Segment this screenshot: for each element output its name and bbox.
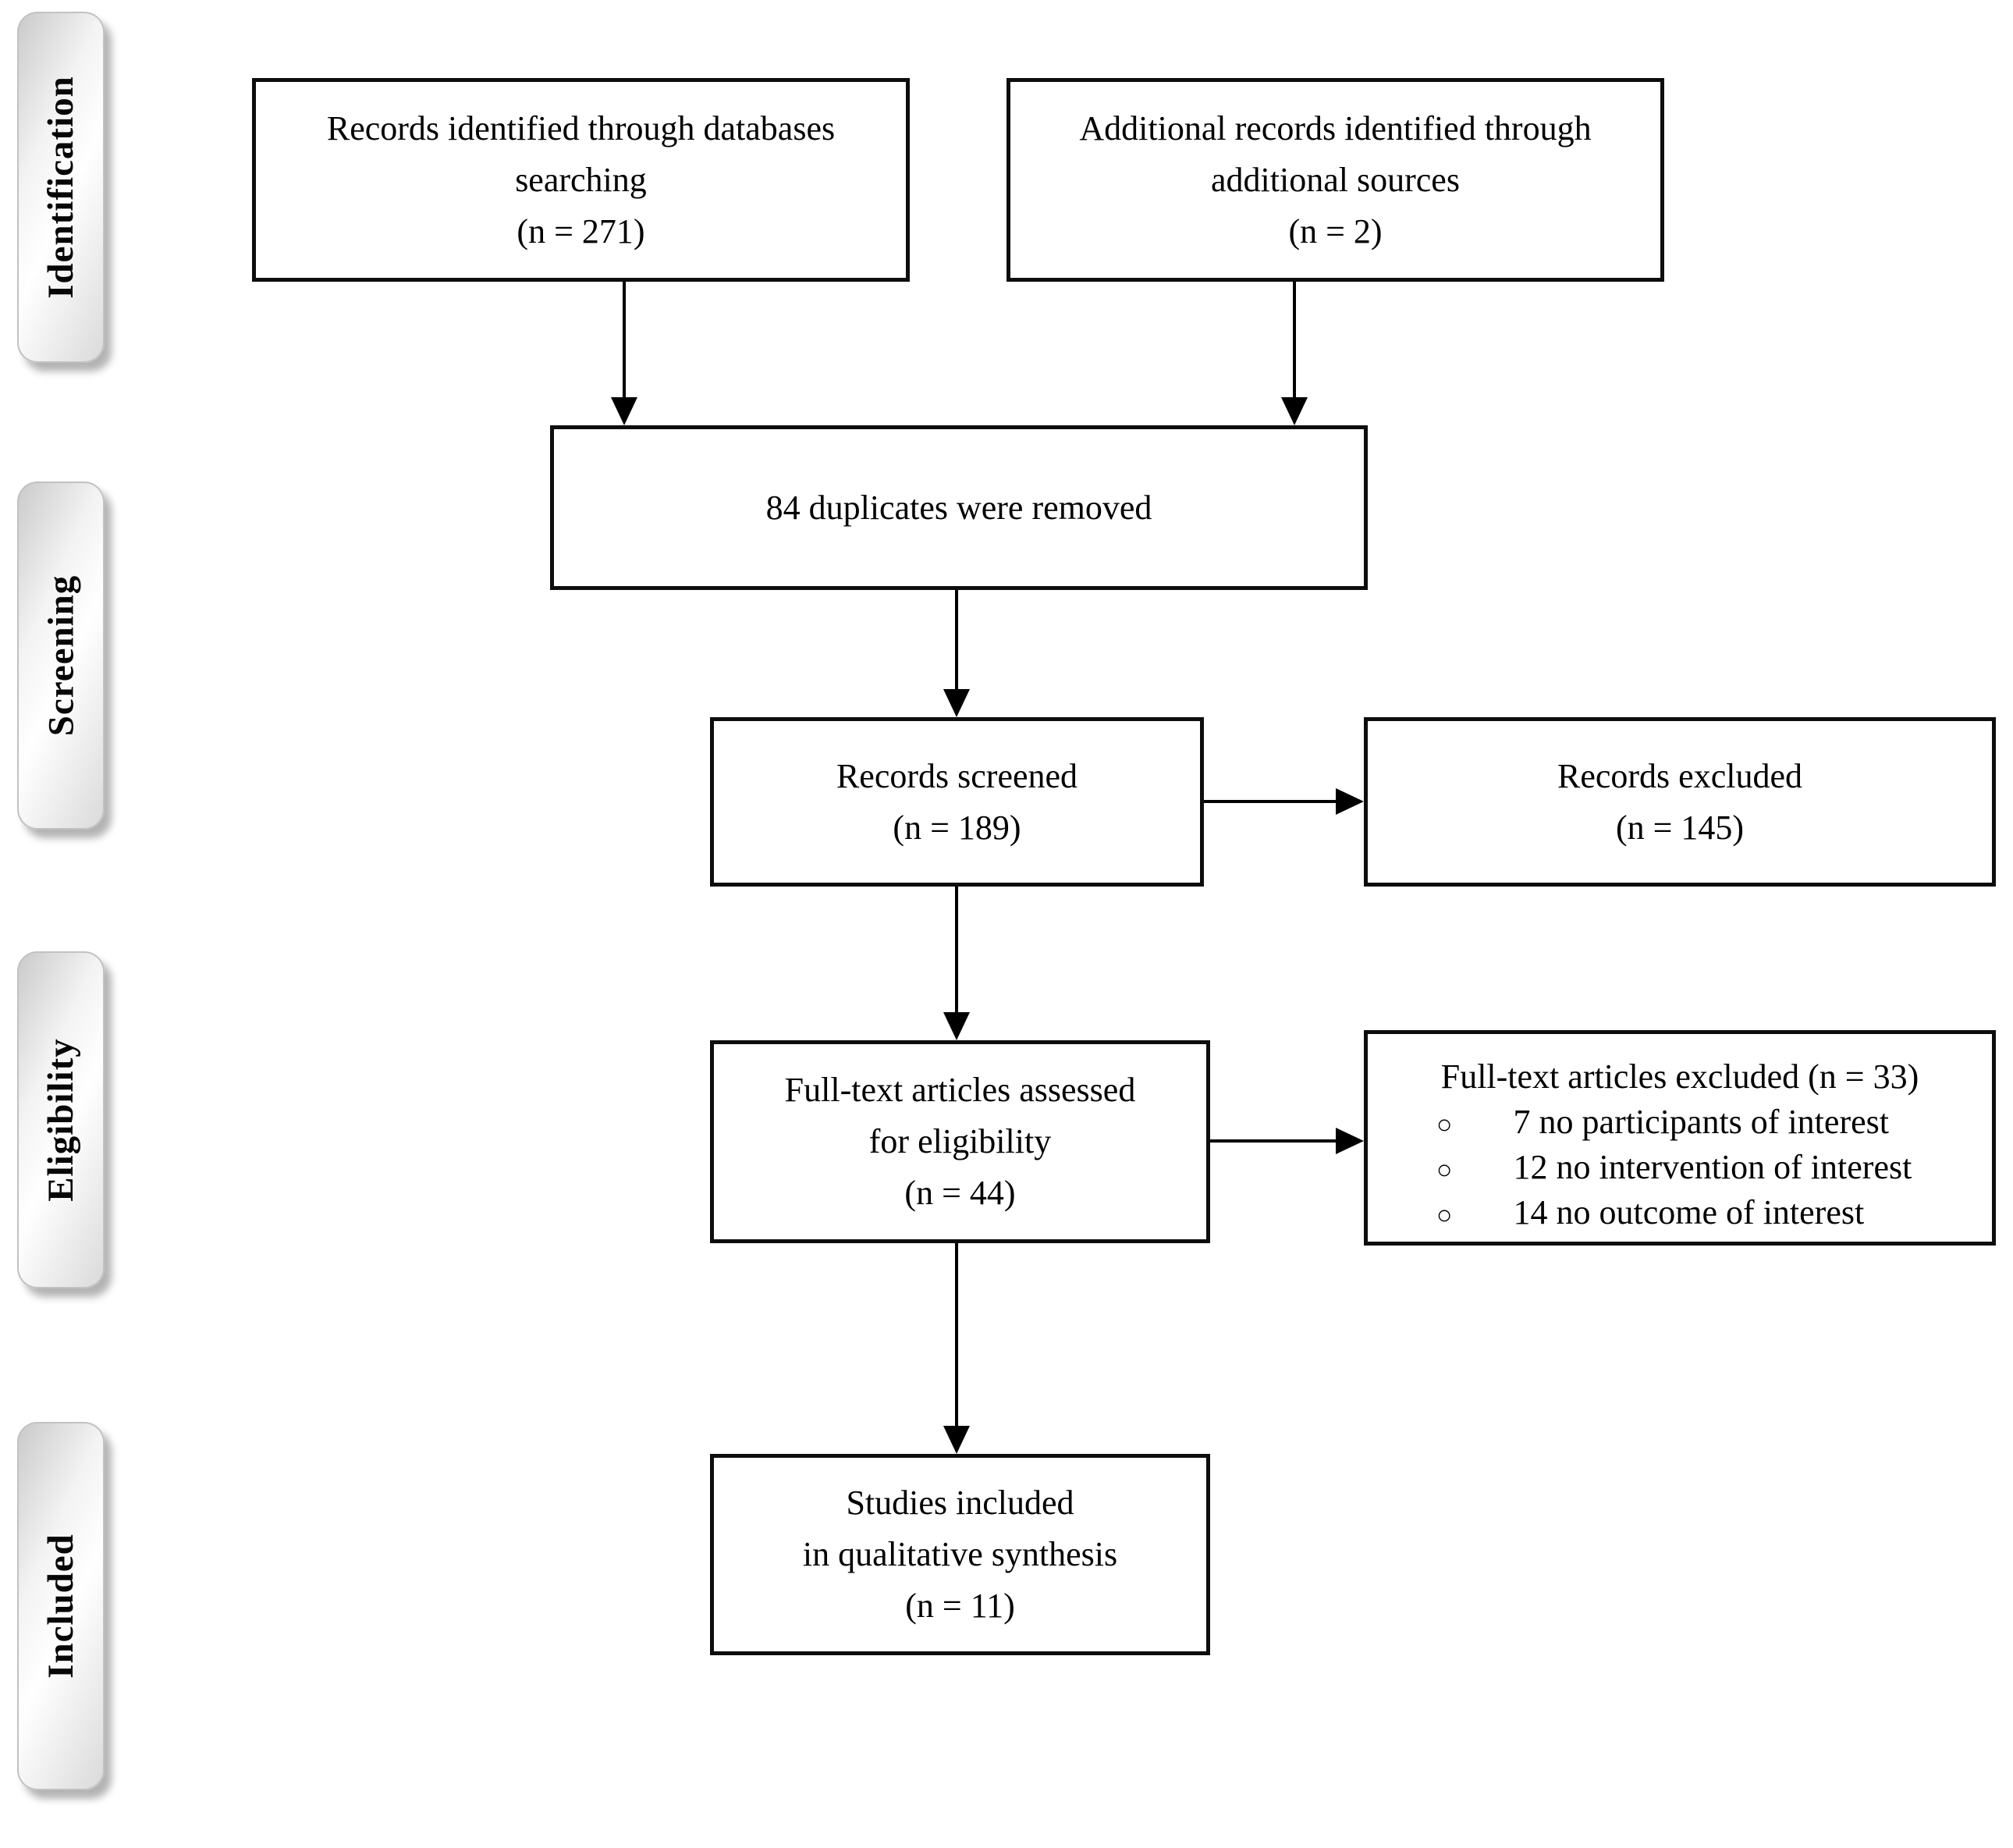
box-studies-included-text: Studies included in qualitative synthesi… [802,1484,1118,1625]
stage-ribbon-eligibility: Eligibility [17,951,105,1288]
stage-label-screening: Screening [41,574,82,737]
box-duplicates-removed-text: 84 duplicates were removed [765,488,1152,527]
list-item: ○ 12 no intervention of interest [1436,1145,1984,1190]
arrowhead-right-icon [1336,788,1364,815]
box-fulltext-assessed-text: Full-text articles assessed for eligibil… [784,1071,1136,1212]
connector-fulltext-to-excluded-line [1210,1139,1338,1143]
box-fulltext-excluded-content: Full-text articles excluded (n = 33) ○ 7… [1368,1034,1992,1235]
fulltext-excluded-reason-list: ○ 7 no participants of interest ○ 12 no … [1376,1100,1984,1235]
stage-label-identification: Identification [41,76,81,299]
box-additional-records-text: Additional records identified through ad… [1079,108,1592,251]
stage-label-included: Included [41,1533,82,1679]
box-additional-records: Additional records identified through ad… [1006,78,1664,282]
excluded-reason-text: 12 no intervention of interest [1513,1148,1912,1187]
list-item: ○ 7 no participants of interest [1436,1100,1984,1145]
arrowhead-down-icon [943,689,970,717]
excluded-reason-text: 14 no outcome of interest [1513,1193,1865,1232]
arrowhead-down-icon [611,397,637,425]
arrowhead-down-icon [1281,397,1308,425]
arrowhead-down-icon [943,1012,970,1040]
connector-duplicates-to-screened-line [955,590,958,691]
connector-other-to-duplicates-line [1293,282,1296,399]
box-fulltext-assessed: Full-text articles assessed for eligibil… [710,1040,1210,1243]
box-fulltext-excluded: Full-text articles excluded (n = 33) ○ 7… [1364,1030,1996,1246]
box-fulltext-excluded-title: Full-text articles excluded (n = 33) [1440,1057,1919,1096]
stage-ribbon-identification: Identification [17,12,105,363]
stage-ribbon-screening: Screening [17,482,105,830]
list-item: ○ 14 no outcome of interest [1436,1190,1984,1235]
box-records-identified-databases-text: Records identified through databases sea… [326,108,836,251]
box-duplicates-removed: 84 duplicates were removed [550,425,1368,590]
box-studies-included: Studies included in qualitative synthesi… [710,1454,1210,1655]
connector-db-to-duplicates-line [623,282,626,399]
stage-ribbon-included: Included [17,1422,105,1790]
stage-label-eligibility: Eligibility [41,1038,81,1202]
connector-screened-to-fulltext-line [955,887,958,1014]
arrowhead-right-icon [1336,1128,1364,1154]
circle-bullet-icon: ○ [1436,1156,1453,1185]
connector-fulltext-to-included-line [955,1243,958,1427]
box-records-excluded-text: Records excluded (n = 145) [1557,756,1802,847]
box-records-identified-databases: Records identified through databases sea… [252,78,910,282]
box-records-screened: Records screened (n = 189) [710,717,1204,887]
box-records-excluded: Records excluded (n = 145) [1364,717,1996,887]
connector-screened-to-excluded-line [1204,800,1338,803]
excluded-reason-text: 7 no participants of interest [1513,1103,1889,1142]
circle-bullet-icon: ○ [1436,1111,1453,1140]
arrowhead-down-icon [943,1426,970,1454]
box-records-screened-text: Records screened (n = 189) [836,756,1078,847]
circle-bullet-icon: ○ [1436,1201,1453,1231]
